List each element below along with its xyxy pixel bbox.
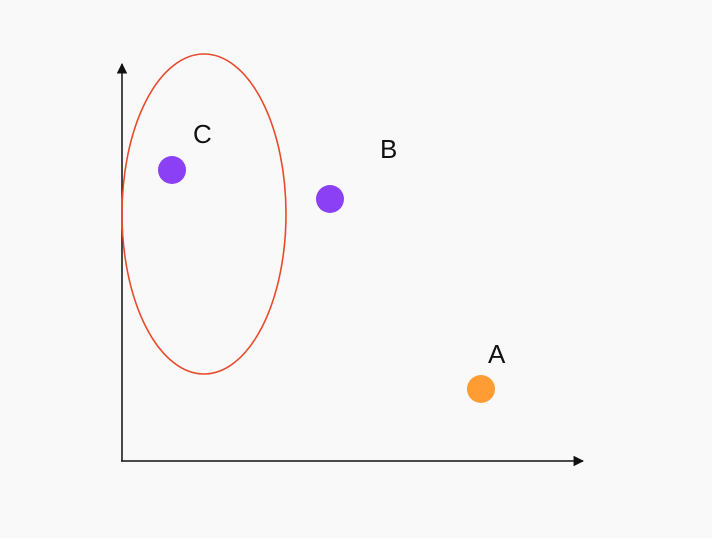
point-a-marker (467, 375, 495, 403)
point-b-marker (316, 185, 344, 213)
point-a-label: A (488, 339, 506, 369)
point-b-label: B (380, 134, 397, 164)
point-c-marker (158, 156, 186, 184)
point-c-label: C (193, 119, 212, 149)
cluster-ellipse (121, 53, 287, 375)
